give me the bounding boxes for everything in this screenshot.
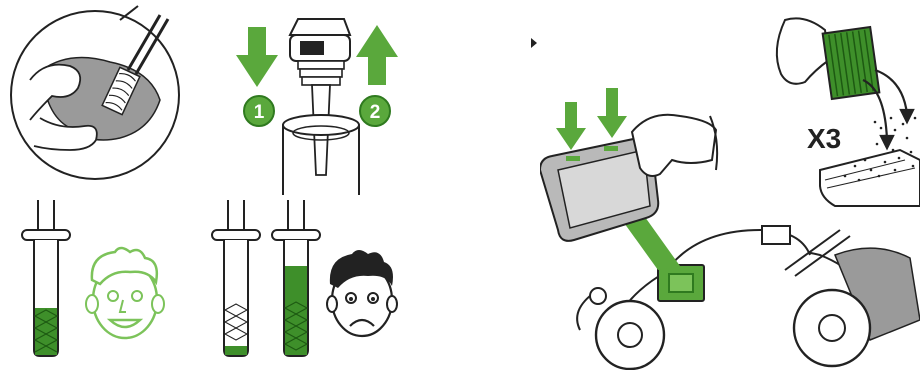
- small-mark: [530, 38, 538, 48]
- step-1-number: 1: [254, 102, 265, 123]
- spark-plug-cleaning-panel: [0, 0, 190, 190]
- front-wheel: [596, 301, 664, 369]
- step-2-badge: 2: [360, 96, 390, 126]
- dipstick-bad-illustration: [210, 200, 410, 360]
- up-arrow-icon: [356, 25, 398, 85]
- dipstick-full: [22, 200, 70, 356]
- step-2-number: 2: [370, 102, 381, 123]
- repeat-count-label: X3: [807, 123, 841, 154]
- dipstick-ok-panel: [20, 200, 175, 360]
- dipstick-bad-panel: [210, 200, 410, 360]
- air-filter-panel: X3: [745, 10, 920, 210]
- rear-wheel: [794, 290, 870, 366]
- dipstick-overfull: [272, 200, 320, 356]
- oil-cap-illustration: 1 2: [228, 5, 408, 195]
- step-1-badge: 1: [244, 96, 274, 126]
- down-arrow-icon: [236, 27, 278, 87]
- spark-plug-cleaning-illustration: [0, 0, 190, 190]
- happy-face-icon: [86, 248, 164, 338]
- down-arrow-icon: [556, 102, 586, 150]
- air-filter-illustration: X3: [745, 10, 920, 210]
- sad-face-icon: [327, 250, 397, 336]
- dipstick-ok-illustration: [20, 200, 175, 360]
- down-arrow-icon: [597, 88, 627, 138]
- air-filter: [823, 27, 880, 99]
- oil-cap-panel: 1 2: [228, 5, 408, 195]
- dipstick-low: [212, 200, 260, 356]
